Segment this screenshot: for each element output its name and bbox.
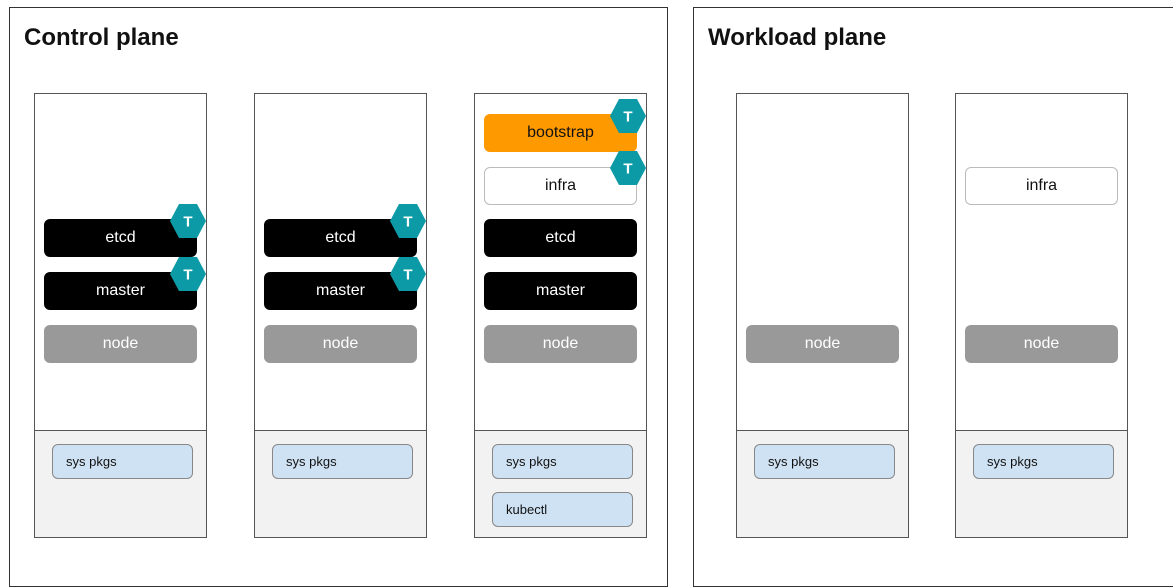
t-badge-icon: T — [389, 255, 427, 293]
bootstrap-component: bootstrap — [484, 114, 637, 152]
t-badge-icon: T — [609, 97, 647, 135]
host-os-layer: sys pkgs — [255, 430, 426, 537]
workload-plane-panel: Workload plane node sys pkgs infra node … — [693, 7, 1173, 587]
master-component: master — [44, 272, 197, 310]
master-component: master — [484, 272, 637, 310]
control-host-1: etcd master node sys pkgs T T — [34, 93, 207, 538]
sys-pkgs-package: sys pkgs — [754, 444, 895, 479]
svg-text:T: T — [623, 109, 632, 126]
kubectl-package: kubectl — [492, 492, 633, 527]
svg-text:T: T — [403, 214, 412, 231]
svg-text:T: T — [183, 267, 192, 284]
control-plane-title: Control plane — [24, 24, 179, 51]
infra-component: infra — [965, 167, 1118, 205]
node-component: node — [746, 325, 899, 363]
infra-component: infra — [484, 167, 637, 205]
workload-plane-title: Workload plane — [708, 24, 887, 51]
t-badge-icon: T — [389, 202, 427, 240]
sys-pkgs-package: sys pkgs — [52, 444, 193, 479]
node-component: node — [965, 325, 1118, 363]
etcd-component: etcd — [484, 219, 637, 257]
svg-text:T: T — [403, 267, 412, 284]
control-host-3: bootstrap infra etcd master node sys pkg… — [474, 93, 647, 538]
etcd-component: etcd — [44, 219, 197, 257]
node-component: node — [44, 325, 197, 363]
t-badge-icon: T — [169, 255, 207, 293]
t-badge-icon: T — [609, 149, 647, 187]
etcd-component: etcd — [264, 219, 417, 257]
node-component: node — [264, 325, 417, 363]
workload-host-2: infra node sys pkgs — [955, 93, 1128, 538]
sys-pkgs-package: sys pkgs — [272, 444, 413, 479]
host-os-layer: sys pkgs — [35, 430, 206, 537]
control-host-2: etcd master node sys pkgs T T — [254, 93, 427, 538]
host-os-layer: sys pkgs kubectl — [475, 430, 646, 537]
sys-pkgs-package: sys pkgs — [492, 444, 633, 479]
t-badge-icon: T — [169, 202, 207, 240]
workload-host-1: node sys pkgs — [736, 93, 909, 538]
host-os-layer: sys pkgs — [956, 430, 1127, 537]
svg-text:T: T — [623, 161, 632, 178]
node-component: node — [484, 325, 637, 363]
svg-text:T: T — [183, 214, 192, 231]
sys-pkgs-package: sys pkgs — [973, 444, 1114, 479]
control-plane-panel: Control plane etcd master node sys pkgs … — [9, 7, 668, 587]
host-os-layer: sys pkgs — [737, 430, 908, 537]
master-component: master — [264, 272, 417, 310]
